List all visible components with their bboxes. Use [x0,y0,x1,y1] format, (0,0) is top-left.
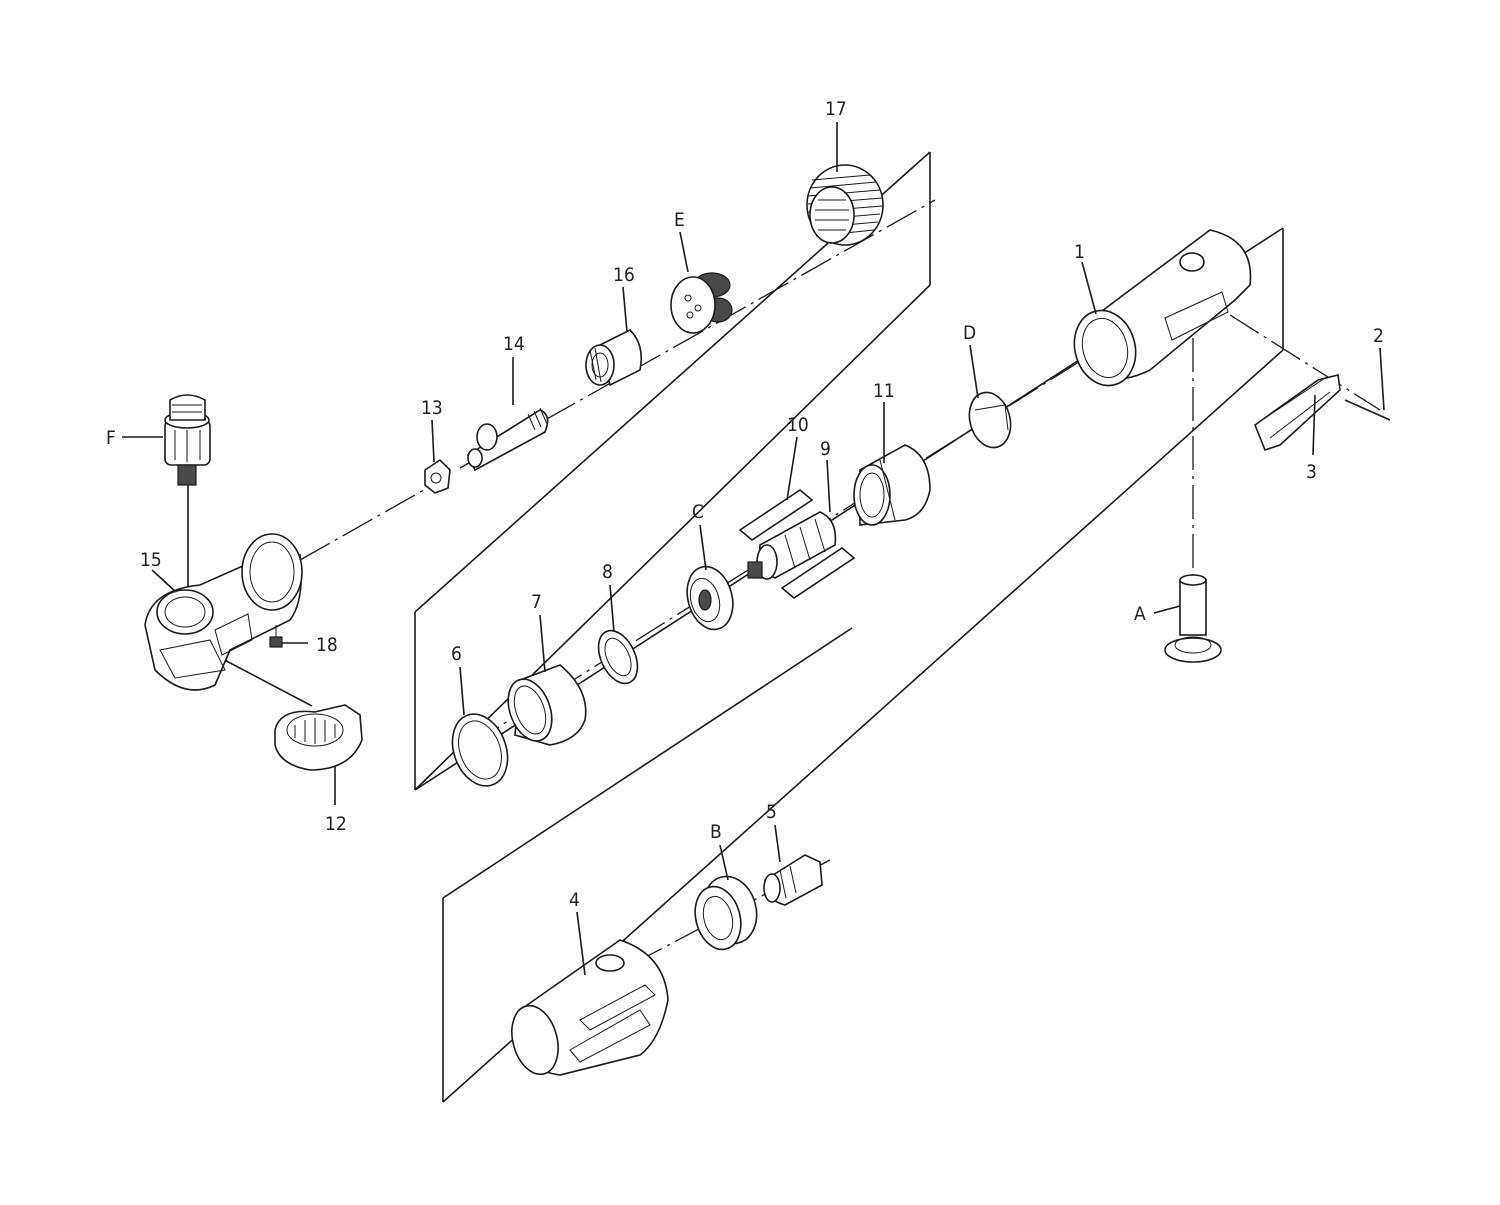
frame-upper [414,151,931,791]
part-e-gear-carrier [670,272,733,334]
label-part-d: D [963,322,976,344]
part-14-spindle [466,407,549,472]
part-8-washer [597,629,639,685]
part-c-bearing [686,565,734,631]
label-part-2: 2 [1373,325,1384,347]
part-5-air-inlet [763,854,823,906]
part-labels: 17 E 16 14 13 F 15 18 12 1 D 11 10 9 C 8… [106,98,1384,911]
label-part-7: 7 [531,591,542,613]
part-17-threaded-ring [806,164,884,246]
part-a-valve [1164,574,1222,663]
label-part-11: 11 [873,380,895,402]
label-part-18: 18 [316,634,338,656]
part-2-pin [1344,399,1391,421]
label-part-f: F [106,427,116,449]
part-6-thin-ring [451,713,509,787]
label-part-9: 9 [820,438,831,460]
label-part-14: 14 [503,333,525,355]
label-part-5: 5 [766,801,777,823]
label-part-8: 8 [602,561,613,583]
label-part-6: 6 [451,643,462,665]
label-part-12: 12 [325,813,347,835]
part-15-ratchet-head [144,533,303,691]
part-11-cylinder [853,444,931,526]
label-part-16: 16 [613,264,635,286]
label-part-e: E [674,209,685,231]
leader-lines [122,122,1385,976]
part-12-ring [274,704,363,771]
part-b-valve-body [694,875,758,951]
part-3-lever [1254,374,1341,451]
label-part-4: 4 [569,889,580,911]
label-part-c: C [692,501,704,523]
part-7-sleeve [507,664,587,746]
label-part-3: 3 [1306,461,1317,483]
part-10-vanes [738,489,856,599]
label-part-a: A [1134,603,1146,625]
part-f-ratchet-insert [164,394,211,486]
part-4-grip [511,939,669,1076]
part-18-screw [269,625,308,648]
part-9-rotor [747,511,837,580]
label-part-13: 13 [421,397,443,419]
label-part-17: 17 [825,98,847,120]
part-13-nut [424,458,451,494]
label-part-10: 10 [787,414,809,436]
label-part-15: 15 [140,549,162,571]
part-1-housing [1073,229,1252,387]
part-16-sleeve [585,329,643,387]
part-d-end-plate [968,391,1012,449]
leader-12 [214,654,313,707]
label-part-b: B [710,821,722,843]
label-part-1: 1 [1074,241,1085,263]
axis-side-2 [1229,314,1381,411]
